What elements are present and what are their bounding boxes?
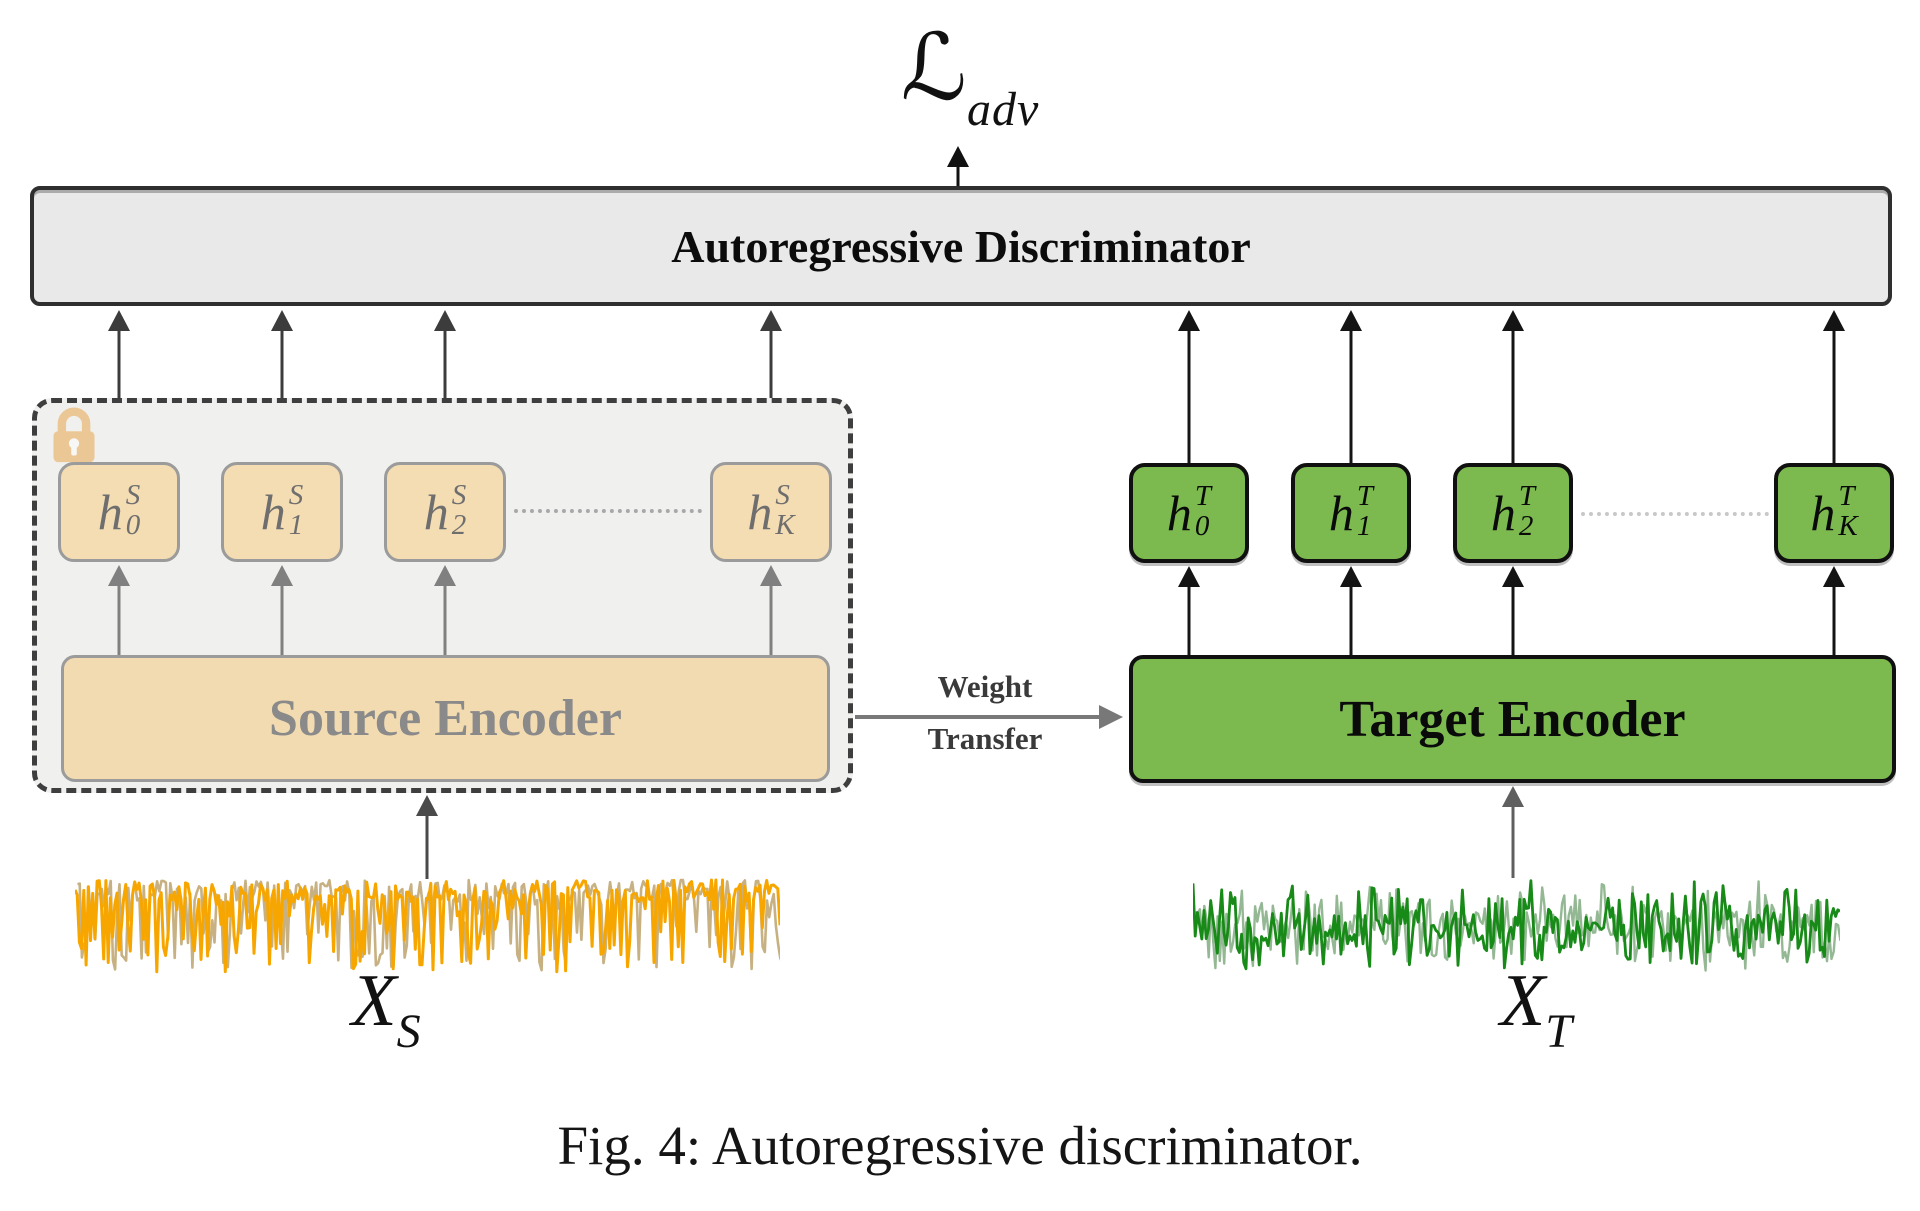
- target-encoder-box: Target Encoder: [1129, 655, 1896, 783]
- arrow-head-icon: [1502, 786, 1524, 807]
- source-encoder-label: Source Encoder: [269, 690, 622, 747]
- arrow-head-icon: [1502, 566, 1524, 587]
- weight-transfer-arrow: [855, 703, 1123, 731]
- arrow-head-icon: [1340, 566, 1362, 587]
- target-input-label: XT: [1500, 960, 1572, 1058]
- arrow-head-icon: [434, 565, 456, 586]
- arrow-hs2-to-discriminator: [433, 310, 457, 462]
- arrow-targetencoder-to-htK: [1822, 566, 1846, 655]
- arrow-head-icon: [1340, 310, 1362, 331]
- arrow-head-icon: [271, 310, 293, 331]
- arrow-head-icon: [760, 310, 782, 331]
- arrow-head-icon: [760, 565, 782, 586]
- arrow-targetencoder-to-ht1: [1339, 566, 1363, 655]
- arrow-head-icon: [1823, 566, 1845, 587]
- arrow-htK-to-discriminator: [1822, 310, 1846, 463]
- arrow-head-icon: [1823, 310, 1845, 331]
- discriminator-box: Autoregressive Discriminator: [30, 186, 1892, 306]
- arrow-head-icon: [1502, 310, 1524, 331]
- arrow-sourceencoder-to-hs0: [107, 565, 131, 655]
- arrow-head-icon: [108, 310, 130, 331]
- target-encoder-label: Target Encoder: [1339, 690, 1686, 748]
- weight-transfer-label-line2: Transfer: [927, 721, 1043, 756]
- source-input-label: XS: [351, 960, 421, 1058]
- arrow-head-icon: [108, 565, 130, 586]
- source-waveform: [75, 878, 780, 974]
- arrow-head-icon: [271, 565, 293, 586]
- arrow-targetencoder-to-ht2: [1501, 566, 1525, 655]
- arrow-targetencoder-to-ht0: [1177, 566, 1201, 655]
- loss-subscript: adv: [966, 83, 1040, 136]
- arrow-ht2-to-discriminator: [1501, 310, 1525, 463]
- arrow-xt-to-targetencoder: [1501, 786, 1525, 878]
- arrow-head-icon: [1178, 566, 1200, 587]
- lock-icon: [53, 407, 95, 463]
- discriminator-label: Autoregressive Discriminator: [671, 220, 1251, 272]
- arrow-sourceencoder-to-hs1: [270, 565, 294, 655]
- source-encoder-box: Source Encoder: [61, 655, 830, 782]
- arrow-ht1-to-discriminator: [1339, 310, 1363, 463]
- arrow-hsK-to-discriminator: [759, 310, 783, 462]
- arrow-head-icon: [434, 310, 456, 331]
- arrow-head-icon: [947, 146, 969, 167]
- arrow-discriminator-to-loss: [946, 146, 970, 190]
- arrow-ht0-to-discriminator: [1177, 310, 1201, 463]
- loss-symbol: ℒ: [900, 14, 967, 121]
- loss-label: ℒadv: [850, 22, 1090, 137]
- figure-caption: Fig. 4: Autoregressive discriminator.: [557, 1115, 1363, 1176]
- arrow-sourceencoder-to-hsK: [759, 565, 783, 655]
- arrow-hs1-to-discriminator: [270, 310, 294, 462]
- arrow-sourceencoder-to-hs2: [433, 565, 457, 655]
- ellipsis-source: [514, 509, 702, 513]
- arrow-xs-to-sourceencoder: [415, 795, 439, 879]
- arrow-head-icon: [1099, 705, 1123, 729]
- weight-transfer-label-line1: Weight: [937, 669, 1033, 704]
- target-waveform: [1193, 879, 1840, 972]
- arrow-hs0-to-discriminator: [107, 310, 131, 462]
- ellipsis-target: [1581, 512, 1769, 516]
- arrow-head-icon: [416, 795, 438, 816]
- arrow-head-icon: [1178, 310, 1200, 331]
